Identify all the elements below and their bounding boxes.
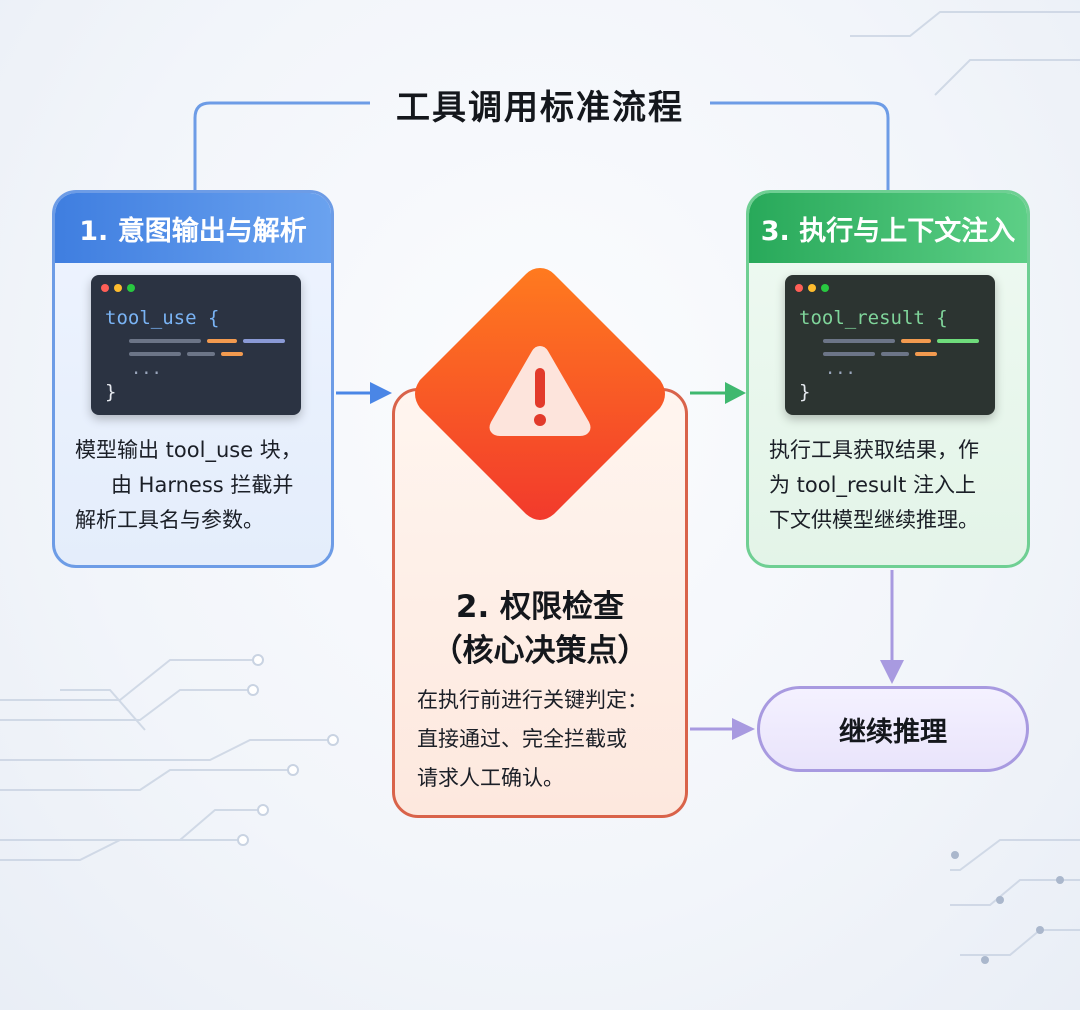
- window-close-dot: [795, 284, 803, 292]
- circuit-nodes-left: [238, 655, 338, 845]
- desc-line: 请求人工确认。: [417, 759, 677, 798]
- desc-line: 直接通过、完全拦截或: [417, 720, 677, 759]
- window-maximize-dot: [821, 284, 829, 292]
- desc-line: 在执行前进行关键判定：: [417, 681, 677, 720]
- code-placeholder-bar: [129, 352, 181, 356]
- circuit-lines-left: [0, 660, 330, 860]
- arrow-step1-to-step2: [336, 382, 392, 404]
- code-ellipsis: ...: [825, 359, 856, 379]
- code-placeholder-bar: [129, 339, 201, 343]
- arrow-step3-to-continue: [880, 570, 904, 684]
- continue-reasoning-node: 继续推理: [757, 686, 1029, 772]
- window-close-dot: [101, 284, 109, 292]
- desc-line: 模型输出 tool_use 块，: [75, 433, 325, 468]
- step2-title: 2. 权限检查: [395, 581, 685, 626]
- code-placeholder-bar: [221, 352, 243, 356]
- arrow-step2-to-step3: [690, 382, 746, 404]
- desc-line: 由 Harness 拦截并: [75, 468, 325, 503]
- warning-icon: [408, 262, 672, 526]
- step1-code-window: tool_use { ... }: [91, 275, 301, 415]
- step1-card: 1. 意图输出与解析 tool_use { ... } 模型输出 tool_us…: [52, 190, 334, 568]
- code-placeholder-bar: [901, 339, 931, 343]
- step2-description: 在执行前进行关键判定： 直接通过、完全拦截或 请求人工确认。: [417, 681, 677, 798]
- window-minimize-dot: [808, 284, 816, 292]
- step3-code-window: tool_result { ... }: [785, 275, 995, 415]
- desc-line: 下文供模型继续推理。: [769, 503, 1021, 538]
- code-ellipsis: ...: [131, 359, 162, 379]
- step1-code-line: tool_use {: [105, 307, 219, 329]
- window-controls: [101, 284, 135, 292]
- code-placeholder-bar: [915, 352, 937, 356]
- warning-diamond: [408, 262, 672, 526]
- code-placeholder-bar: [243, 339, 285, 343]
- code-placeholder-bar: [207, 339, 237, 343]
- step3-description: 执行工具获取结果，作 为 tool_result 注入上 下文供模型继续推理。: [769, 433, 1021, 538]
- arrow-step2-to-continue: [690, 718, 755, 740]
- code-close-brace: }: [105, 381, 116, 403]
- step1-description: 模型输出 tool_use 块， 由 Harness 拦截并 解析工具名与参数。: [75, 433, 325, 538]
- window-controls: [795, 284, 829, 292]
- window-maximize-dot: [127, 284, 135, 292]
- desc-line: 为 tool_result 注入上: [769, 468, 1021, 503]
- step3-header: 3. 执行与上下文注入: [749, 193, 1027, 263]
- code-placeholder-bar: [187, 352, 215, 356]
- step3-code-line: tool_result {: [799, 307, 948, 329]
- code-placeholder-bar: [881, 352, 909, 356]
- page-title: 工具调用标准流程: [0, 80, 1080, 129]
- desc-line: 执行工具获取结果，作: [769, 433, 1021, 468]
- step2-subtitle: （核心决策点）: [395, 625, 685, 670]
- window-minimize-dot: [114, 284, 122, 292]
- step3-card: 3. 执行与上下文注入 tool_result { ... } 执行工具获取结果…: [746, 190, 1030, 568]
- desc-line: 解析工具名与参数。: [75, 503, 325, 538]
- code-placeholder-bar: [823, 352, 875, 356]
- step1-header: 1. 意图输出与解析: [55, 193, 331, 263]
- code-placeholder-bar: [823, 339, 895, 343]
- circuit-nodes-right: [951, 851, 1064, 964]
- code-close-brace: }: [799, 381, 810, 403]
- code-placeholder-bar: [937, 339, 979, 343]
